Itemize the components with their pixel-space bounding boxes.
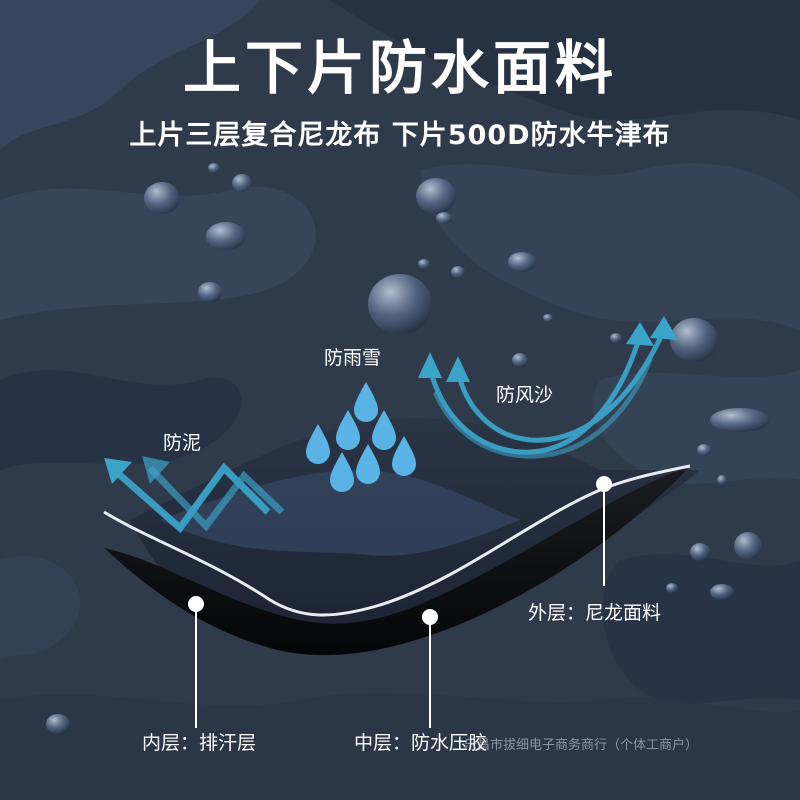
feature-wind-sand-label: 防风沙 — [496, 384, 554, 406]
middle-layer-label: 中层：防水压胶 — [354, 732, 488, 754]
page-subtitle: 上片三层复合尼龙布 下片500D防水牛津布 — [129, 120, 671, 151]
page-title: 上下片防水面料 — [182, 34, 617, 102]
shop-watermark: 乐昌市拔细电子商务商行（个体工商户） — [464, 738, 699, 753]
water-droplets — [46, 163, 770, 734]
inner-layer-label: 内层：排汗层 — [142, 732, 257, 754]
feature-rain-snow-label: 防雨雪 — [324, 347, 382, 369]
feature-mud-label: 防泥 — [163, 432, 202, 454]
outer-layer-label: 外层：尼龙面料 — [528, 602, 662, 624]
